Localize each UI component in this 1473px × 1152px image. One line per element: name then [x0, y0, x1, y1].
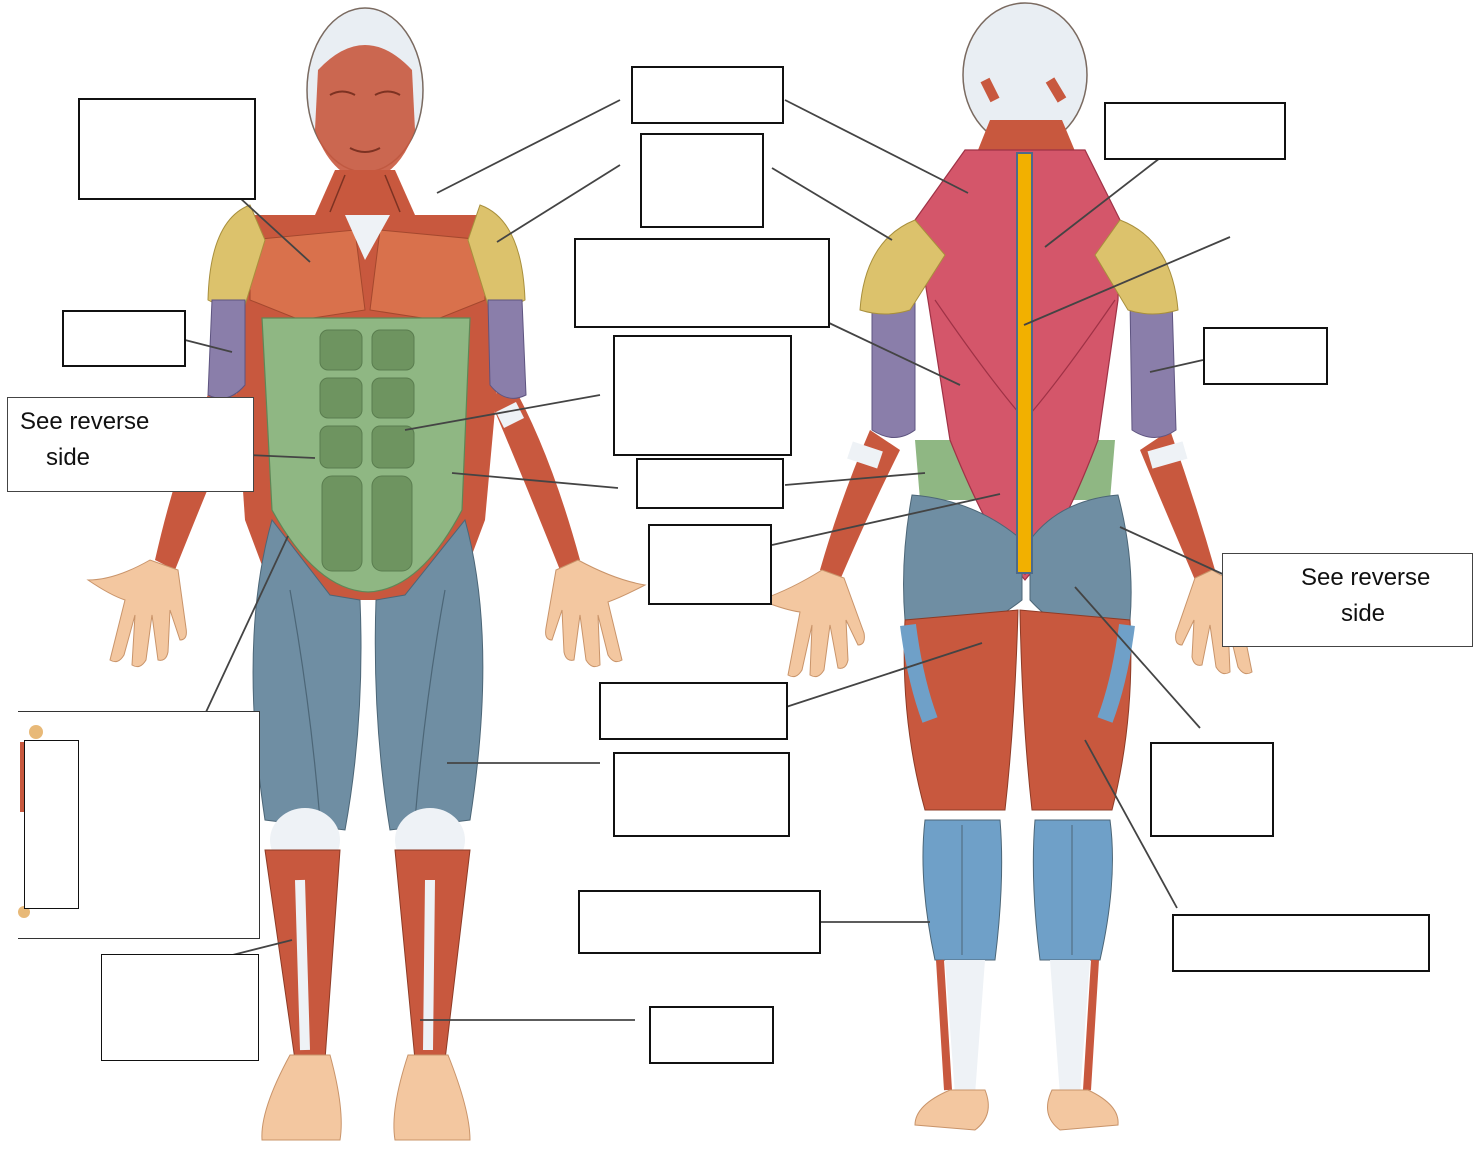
label-box-rectus-abdominis[interactable] — [613, 335, 792, 456]
see-reverse-note-right: See reverse side — [1222, 553, 1473, 647]
back-right-foot — [1048, 1090, 1119, 1130]
label-box-gluteus[interactable] — [1150, 742, 1274, 837]
label-box-back-oblique[interactable] — [648, 524, 772, 605]
label-box-front-shin[interactable] — [101, 954, 259, 1061]
inset-label-box[interactable] — [24, 740, 79, 909]
label-box-biceps[interactable] — [62, 310, 186, 367]
back-right-calf — [1033, 820, 1112, 960]
back-left-triceps — [872, 300, 915, 438]
note-right-line1: See reverse — [1301, 560, 1430, 596]
back-right-triceps — [1130, 300, 1176, 438]
label-box-deltoid[interactable] — [640, 133, 764, 228]
front-left-foot — [262, 1055, 341, 1140]
label-box-oblique[interactable] — [636, 458, 784, 509]
back-left-hand — [760, 570, 864, 677]
inset-frame — [18, 711, 260, 939]
label-box-hamstring[interactable] — [599, 682, 788, 740]
label-box-rhomboid[interactable] — [1104, 102, 1286, 160]
front-right-pectoral — [370, 230, 485, 320]
label-box-tibialis[interactable] — [649, 1006, 774, 1064]
label-box-quadriceps[interactable] — [613, 752, 790, 837]
note-left-line2: side — [46, 440, 90, 476]
note-left-line1: See reverse — [20, 404, 149, 440]
front-left-hand — [88, 560, 186, 667]
spine-marker — [1017, 153, 1032, 573]
front-left-pectoral — [250, 230, 365, 320]
see-reverse-note-left: See reverse side — [7, 397, 254, 492]
back-left-foot — [915, 1090, 988, 1130]
label-box-latissimus[interactable] — [574, 238, 830, 328]
label-box-pectoralis[interactable] — [78, 98, 256, 200]
front-right-biceps — [488, 300, 526, 398]
label-box-trapezius[interactable] — [631, 66, 784, 124]
label-box-gastrocnemius[interactable] — [578, 890, 821, 954]
front-neck — [315, 170, 415, 215]
label-box-back-hamstring[interactable] — [1172, 914, 1430, 972]
front-face-muscles — [315, 45, 415, 182]
note-right-line2: side — [1341, 596, 1385, 632]
front-right-hand — [546, 560, 645, 667]
label-box-triceps[interactable] — [1203, 327, 1328, 385]
front-left-biceps — [208, 300, 245, 398]
front-right-foot — [394, 1055, 470, 1140]
